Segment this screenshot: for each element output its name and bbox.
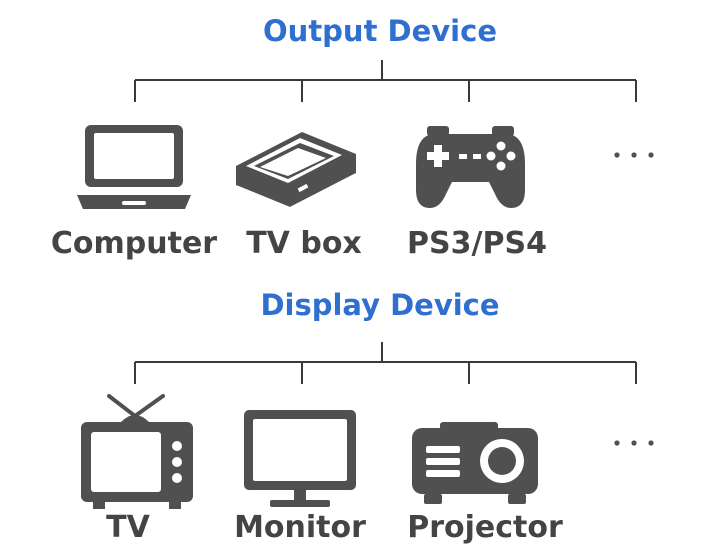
display-item-label-tv: TV: [106, 510, 150, 545]
ellipsis-icon: [614, 440, 654, 446]
ellipsis-icon: [614, 152, 654, 158]
display-item-label-projector: Projector: [407, 510, 563, 545]
output-device-title: Output Device: [263, 14, 497, 48]
output-item-label-computer: Computer: [50, 226, 218, 261]
output-item-label-ps3-ps4: PS3/PS4: [407, 226, 547, 261]
projector-icon: [412, 422, 538, 504]
gamepad-icon: [416, 126, 525, 208]
display-item-label-monitor: Monitor: [234, 510, 366, 545]
display-device-title: Display Device: [260, 288, 500, 322]
output-item-label-tv-box: TV box: [246, 226, 362, 261]
tv-icon: [81, 394, 193, 509]
laptop-icon: [77, 125, 191, 209]
monitor-icon: [244, 410, 356, 507]
scanner-icon: [235, 132, 357, 210]
